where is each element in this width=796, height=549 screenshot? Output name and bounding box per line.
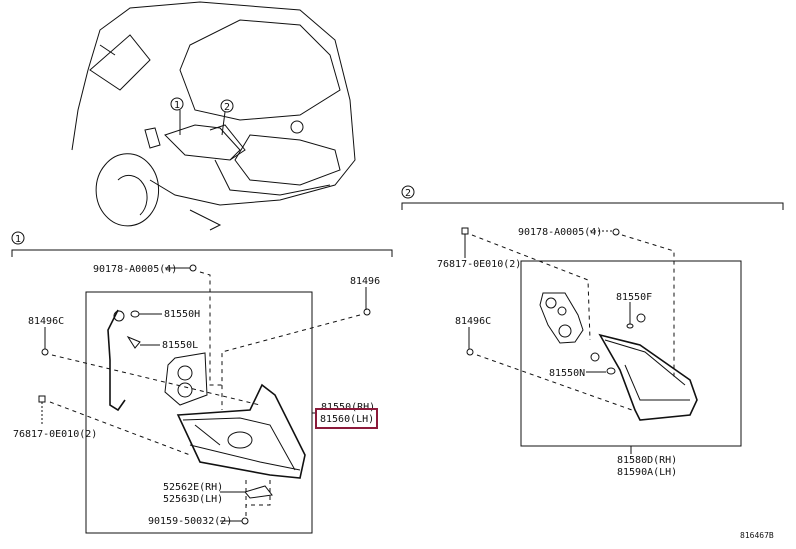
callout-1-label: 1 bbox=[15, 234, 21, 245]
svg-text:1: 1 bbox=[174, 100, 180, 111]
callout-1 bbox=[11, 231, 25, 245]
callout-1-vehicle: 1 bbox=[170, 97, 184, 111]
label-bolt-90159: 90159-50032(2) bbox=[148, 516, 232, 527]
label-clip-81496c: 81496C bbox=[28, 316, 64, 327]
diagram-code: 816467B bbox=[740, 531, 774, 540]
label-bulb-81550f: 81550F bbox=[616, 292, 652, 303]
callout-2-label: 2 bbox=[405, 188, 411, 199]
label-lamp-81580d: 81580D(RH) bbox=[617, 455, 677, 466]
label-bulb-81550n: 81550N bbox=[549, 368, 585, 379]
label-bulb-81550h: 81550H bbox=[164, 309, 200, 320]
svg-text:2: 2 bbox=[224, 102, 230, 113]
label-bracket-rh: 52562E(RH) bbox=[163, 482, 223, 493]
label-clip-81496: 81496 bbox=[350, 276, 380, 287]
label-bulb-81550l: 81550L bbox=[162, 340, 198, 351]
label-bracket-lh: 52563D(LH) bbox=[163, 494, 223, 505]
section-2-rear-lamp-inner: 2 bbox=[401, 185, 784, 454]
label-lamp-81590a: 81590A(LH) bbox=[617, 467, 677, 478]
label-screw-90178-r: 90178-A0005(4) bbox=[518, 227, 602, 238]
vehicle-rear-illustration bbox=[71, 1, 356, 231]
label-lamp-lh[interactable]: 81560(LH) bbox=[320, 414, 374, 425]
callout-2 bbox=[401, 185, 415, 199]
label-screw-90178: 90178-A0005(4) bbox=[93, 264, 177, 275]
highlight-box bbox=[315, 408, 378, 429]
section-1-rear-combination-lamp: 1 bbox=[11, 231, 393, 534]
callout-2-vehicle: 2 bbox=[220, 99, 234, 113]
label-clip-81496c-r: 81496C bbox=[455, 316, 491, 327]
label-lamp-rh: 81550(RH) bbox=[321, 402, 375, 413]
label-retainer-76817: 76817-0E010(2) bbox=[13, 429, 97, 440]
label-retainer-76817-r: 76817-0E010(2) bbox=[437, 259, 521, 270]
